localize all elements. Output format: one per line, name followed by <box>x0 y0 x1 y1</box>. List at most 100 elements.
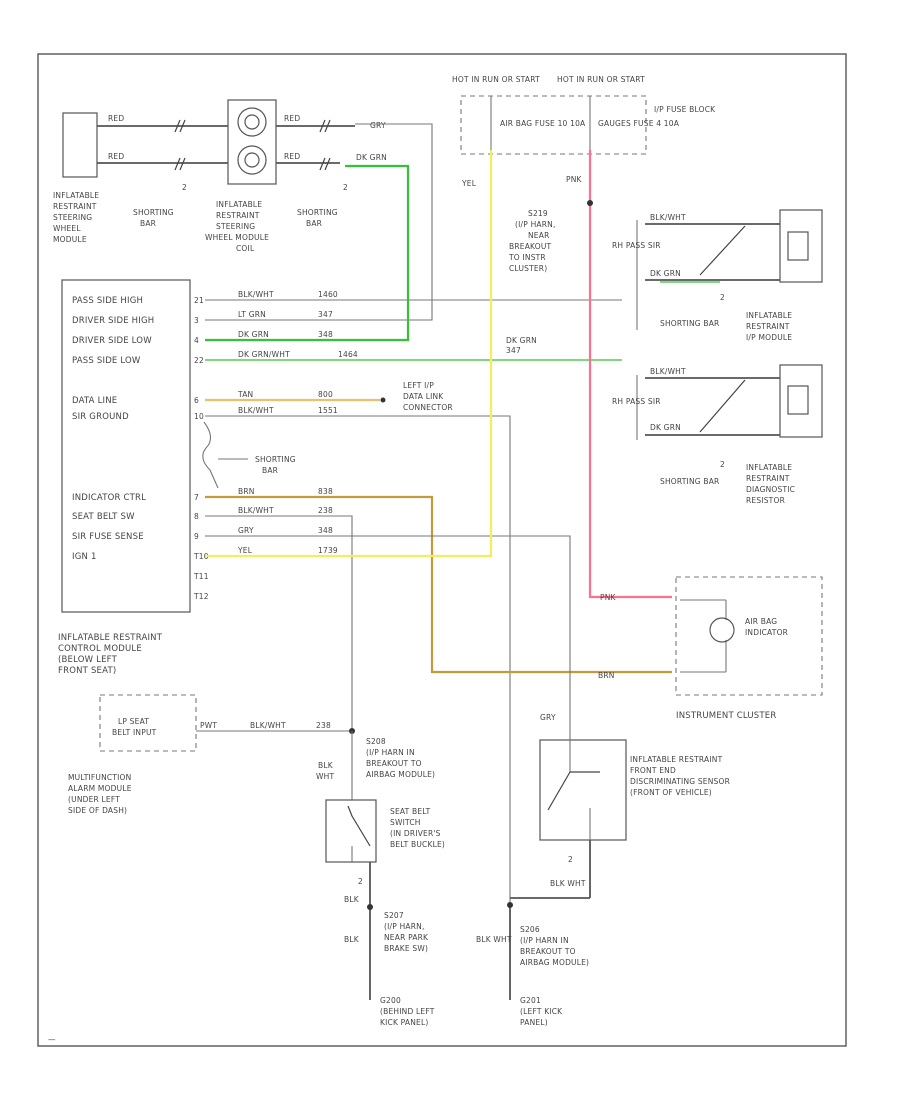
svg-text:SHORTING BAR: SHORTING BAR <box>660 319 719 328</box>
dlc-pin <box>380 397 386 403</box>
pin-label: DRIVER SIDE LOW <box>72 336 152 346</box>
pin-number: 7 <box>194 493 199 502</box>
svg-text:838: 838 <box>318 487 333 496</box>
svg-text:SHORTING BAR: SHORTING BAR <box>660 477 719 486</box>
pin-number: 3 <box>194 316 199 325</box>
pin-label: SEAT BELT SW <box>72 512 135 522</box>
svg-text:1460: 1460 <box>318 290 338 299</box>
splice-s207 <box>367 904 373 910</box>
svg-text:1739: 1739 <box>318 546 338 555</box>
pin-label: IGN 1 <box>72 552 97 562</box>
pin-label: PASS SIDE HIGH <box>72 296 143 306</box>
pin-number: 6 <box>194 396 199 405</box>
wire-indicator-ctrl <box>205 495 672 674</box>
module-shorting-bar <box>202 421 219 489</box>
ip-shorting-bar-icon <box>699 225 746 276</box>
svg-text:RED: RED <box>284 152 300 161</box>
svg-text:348: 348 <box>318 526 333 535</box>
resistor-shorting-bar-icon <box>699 379 746 433</box>
pin-label: DRIVER SIDE HIGH <box>72 316 154 326</box>
svg-text:YEL: YEL <box>461 179 477 188</box>
control-module <box>61 279 191 613</box>
seat-belt-switch <box>325 799 377 863</box>
rh-pass-sir-2: RH PASS SIR <box>612 397 661 406</box>
svg-text:238: 238 <box>316 721 331 730</box>
svg-text:TAN: TAN <box>237 390 253 399</box>
fuse-block-label: I/P FUSE BLOCK <box>654 105 716 114</box>
svg-text:347: 347 <box>506 346 521 355</box>
diagnostic-resistor <box>779 364 823 438</box>
svg-text:RED: RED <box>284 114 300 123</box>
pin-number: 22 <box>194 356 204 365</box>
svg-text:DK GRN: DK GRN <box>650 423 681 432</box>
pin-number: 21 <box>194 296 204 305</box>
svg-text:BLK: BLK <box>344 935 360 944</box>
multifunction-module <box>99 694 197 752</box>
steering-wheel-module <box>62 112 98 178</box>
svg-text:BLK/WHT: BLK/WHT <box>650 213 686 222</box>
svg-text:DK GRN: DK GRN <box>238 330 269 339</box>
coil-upper-icon <box>237 107 267 137</box>
ip-module <box>779 209 823 283</box>
svg-text:DK GRN: DK GRN <box>506 336 537 345</box>
sensor-contact-icon <box>547 771 571 811</box>
fuse-4-label: GAUGES FUSE 4 10A <box>598 119 680 128</box>
wire-sir-ground <box>205 415 511 905</box>
pin-number: 10 <box>194 412 204 421</box>
pin-label: INDICATOR CTRL <box>72 493 146 503</box>
wire-sir-fuse-sense <box>205 535 571 733</box>
svg-text:PWT: PWT <box>200 721 217 730</box>
svg-text:BLK WHT: BLK WHT <box>550 879 586 888</box>
shorting-bar-icon <box>319 119 331 133</box>
ip-fuse-block <box>460 95 647 155</box>
svg-text:1551: 1551 <box>318 406 338 415</box>
svg-text:BLK WHT: BLK WHT <box>476 935 512 944</box>
svg-text:GRY: GRY <box>370 121 386 130</box>
pin-number: 8 <box>194 512 199 521</box>
svg-text:LT GRN: LT GRN <box>238 310 266 319</box>
svg-text:1464: 1464 <box>338 350 358 359</box>
svg-text:GRY: GRY <box>238 526 254 535</box>
instrument-cluster-label: INSTRUMENT CLUSTER <box>676 711 776 721</box>
pin-number: 9 <box>194 532 199 541</box>
svg-text:2: 2 <box>720 293 725 302</box>
svg-text:2: 2 <box>182 183 187 192</box>
svg-text:DK GRN: DK GRN <box>650 269 681 278</box>
svg-text:238: 238 <box>318 506 333 515</box>
pin-number: T11 <box>193 572 209 581</box>
svg-text:2: 2 <box>343 183 348 192</box>
svg-text:DK GRN: DK GRN <box>356 153 387 162</box>
svg-text:GRY: GRY <box>540 713 556 722</box>
pin-number: 4 <box>194 336 199 345</box>
svg-text:PNK: PNK <box>566 175 583 184</box>
diagram-code: — <box>48 1035 56 1044</box>
pin-label: PASS SIDE LOW <box>72 356 141 366</box>
hot-in-run-label-1: HOT IN RUN OR START <box>452 75 540 84</box>
pin-number: T10 <box>193 552 209 561</box>
svg-text:PNK: PNK <box>600 593 617 602</box>
pin-label: SIR GROUND <box>72 412 129 422</box>
instrument-cluster <box>675 576 823 696</box>
coil-lower-icon <box>237 145 267 175</box>
steering-coil <box>227 99 277 185</box>
shorting-bar-icon <box>174 119 186 133</box>
svg-text:BLK/WHT: BLK/WHT <box>250 721 286 730</box>
splice-s219 <box>587 200 593 206</box>
